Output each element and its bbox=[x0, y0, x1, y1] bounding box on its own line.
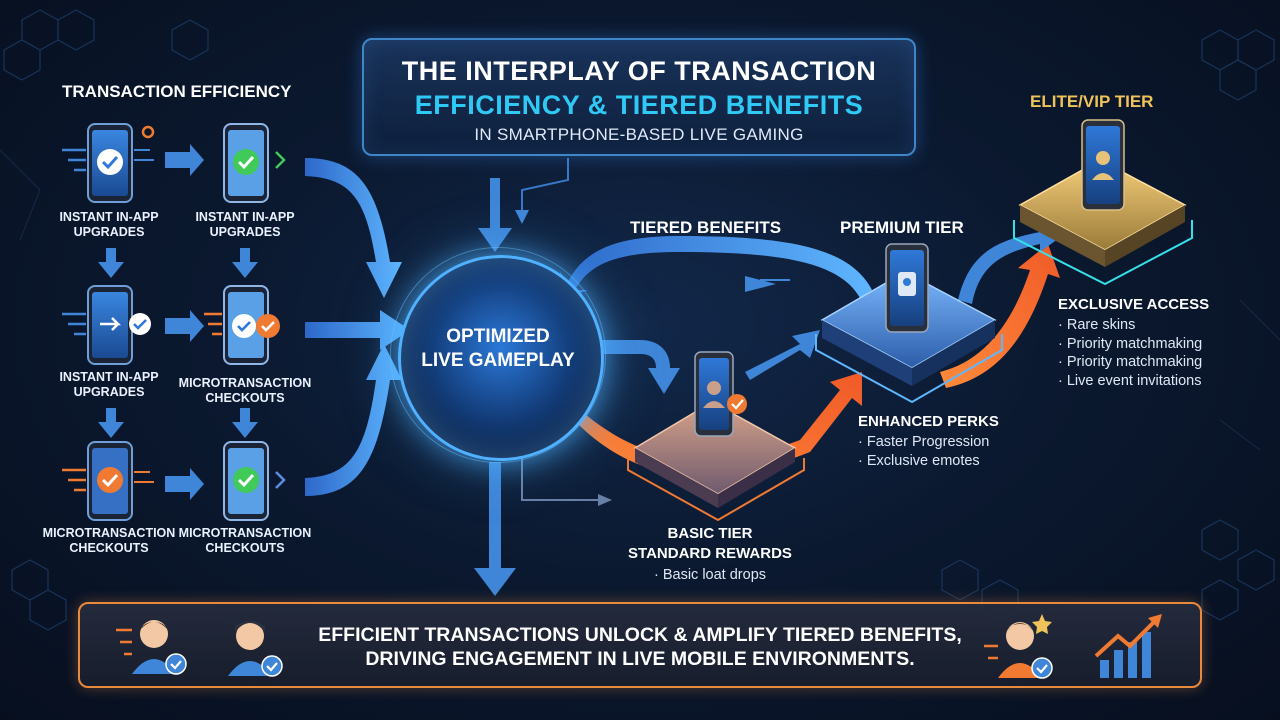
basic-tier-name: BASIC TIER bbox=[667, 525, 753, 542]
standard-rewards-subtitle: STANDARD REWARDS bbox=[628, 545, 792, 562]
growth-chart-icon bbox=[1094, 614, 1162, 678]
basic-tier-labels: BASIC TIER STANDARD REWARDS · Basic loat… bbox=[610, 524, 810, 585]
player-growth-icons bbox=[984, 614, 1162, 679]
elite-perk-list: · Rare skins · Priority matchmaking · Pr… bbox=[1058, 316, 1202, 390]
enhanced-perks-heading: ENHANCED PERKS bbox=[858, 413, 999, 430]
down-flow-arrow bbox=[474, 462, 516, 596]
caption-instant-upgrades-3: INSTANT IN-APP UPGRADES bbox=[59, 370, 159, 399]
elite-tier-name: ELITE/VIP TIER bbox=[1030, 92, 1154, 111]
caption-instant-upgrades-2: INSTANT IN-APP UPGRADES bbox=[195, 210, 295, 239]
elite-perk-item: · Rare skins bbox=[1058, 317, 1136, 333]
premium-perk-list: · Faster Progression · Exclusive emotes bbox=[858, 433, 989, 470]
elite-perk-item: · Priority matchmaking bbox=[1058, 354, 1203, 370]
premium-perk-item: · Exclusive emotes bbox=[858, 452, 980, 469]
title-box: THE INTERPLAY OF TRANSACTION EFFICIENCY … bbox=[362, 38, 916, 156]
phone-icon bbox=[223, 441, 286, 521]
basic-tier-phone bbox=[694, 351, 747, 437]
tiered-benefits-label: TIERED BENEFITS bbox=[630, 218, 782, 237]
title-line1: THE INTERPLAY OF TRANSACTION bbox=[401, 56, 877, 86]
player-avatar-icon bbox=[116, 620, 187, 675]
summary-line2: DRIVING ENGAGEMENT IN LIVE MOBILE ENVIRO… bbox=[365, 648, 915, 670]
basic-perk-item: · Basic loat drops bbox=[653, 567, 767, 583]
premium-perk-item: · Faster Progression bbox=[858, 434, 990, 450]
tiered-benefits-arrow bbox=[560, 236, 872, 300]
top-flow-arrows bbox=[478, 158, 569, 252]
player-avatars-left bbox=[116, 620, 283, 677]
core-label-line2: LIVE GAMEPLAY bbox=[421, 350, 575, 371]
basic-tier-platform bbox=[627, 401, 805, 522]
title-line2: EFFICIENCY & TIERED BENEFITS bbox=[414, 90, 864, 120]
summary-line1: EFFICIENT TRANSACTIONS UNLOCK & AMPLIFY … bbox=[318, 624, 962, 646]
premium-tier-name: PREMIUM TIER bbox=[840, 218, 964, 237]
caption-instant-upgrades-1: INSTANT IN-APP UPGRADES bbox=[59, 210, 159, 239]
player-avatar-icon bbox=[228, 621, 283, 677]
summary-text: EFFICIENT TRANSACTIONS UNLOCK & AMPLIFY … bbox=[300, 623, 980, 671]
player-avatar-icon bbox=[984, 614, 1053, 679]
caption-microtransaction-1: MICROTRANSACTION CHECKOUTS bbox=[178, 376, 312, 405]
elite-tier-phone bbox=[1081, 119, 1125, 211]
core-label-line1: OPTIMIZED bbox=[446, 326, 550, 347]
transaction-efficiency-heading: TRANSACTION EFFICIENCY bbox=[62, 82, 292, 101]
core-label: OPTIMIZED LIVE GAMEPLAY bbox=[398, 325, 598, 373]
phone-icon bbox=[62, 441, 154, 521]
exclusive-access-heading: EXCLUSIVE ACCESS bbox=[1058, 296, 1210, 313]
phone-icon bbox=[62, 285, 151, 365]
caption-microtransaction-3: MICROTRANSACTION CHECKOUTS bbox=[178, 526, 312, 555]
premium-tier-phone bbox=[885, 243, 929, 333]
title-line3: IN SMARTPHONE-BASED LIVE GAMING bbox=[474, 125, 804, 144]
left-flow-arrows bbox=[305, 158, 410, 496]
optimized-gameplay-core bbox=[398, 255, 604, 461]
caption-microtransaction-2: MICROTRANSACTION CHECKOUTS bbox=[42, 526, 176, 555]
phone-icon bbox=[62, 123, 155, 203]
phone-icon bbox=[223, 123, 286, 203]
elite-perk-item: · Live event invitations bbox=[1058, 372, 1202, 389]
elite-perk-item: · Priority matchmaking bbox=[1058, 335, 1203, 352]
transaction-phones bbox=[62, 123, 286, 521]
phone-icon bbox=[204, 285, 280, 365]
core-ring bbox=[390, 247, 606, 463]
